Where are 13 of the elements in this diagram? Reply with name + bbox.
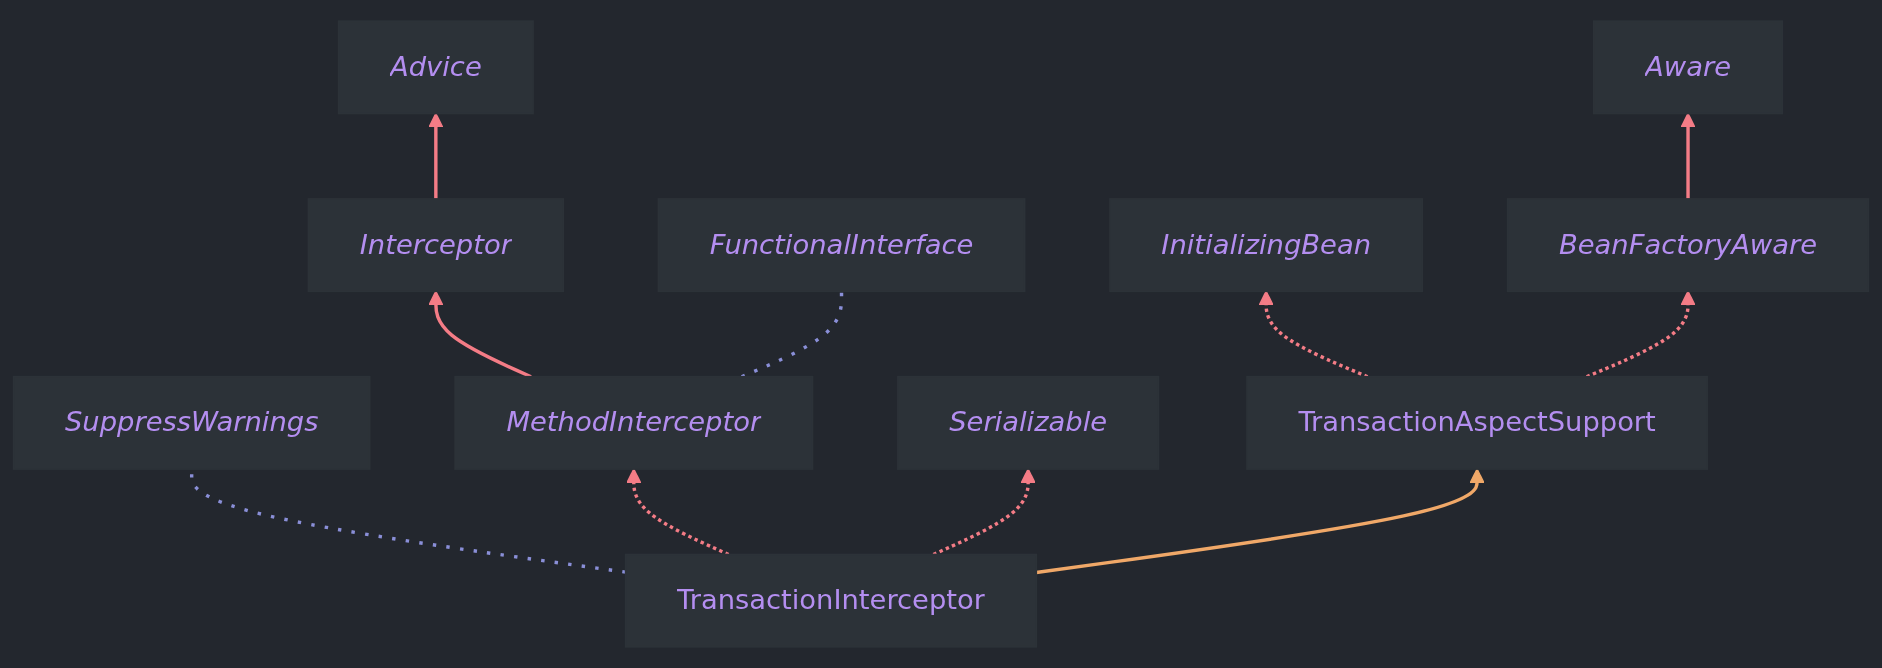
- node-box: Aware: [1592, 20, 1784, 115]
- node-box: MethodInterceptor: [454, 375, 814, 470]
- node-box: Serializable: [897, 375, 1160, 470]
- arrow: [1036, 468, 1485, 575]
- node-box: BeanFactoryAware: [1506, 198, 1870, 293]
- node-box: FunctionalInterface: [657, 198, 1026, 293]
- node-box: TransactionInterceptor: [624, 553, 1038, 648]
- node-box: TransactionAspectSupport: [1246, 375, 1708, 470]
- node-box: Advice: [337, 20, 534, 115]
- arrow: [1680, 112, 1696, 199]
- node-box: Interceptor: [307, 198, 565, 293]
- node-box: InitializingBean: [1109, 198, 1424, 293]
- arrow: [428, 112, 444, 199]
